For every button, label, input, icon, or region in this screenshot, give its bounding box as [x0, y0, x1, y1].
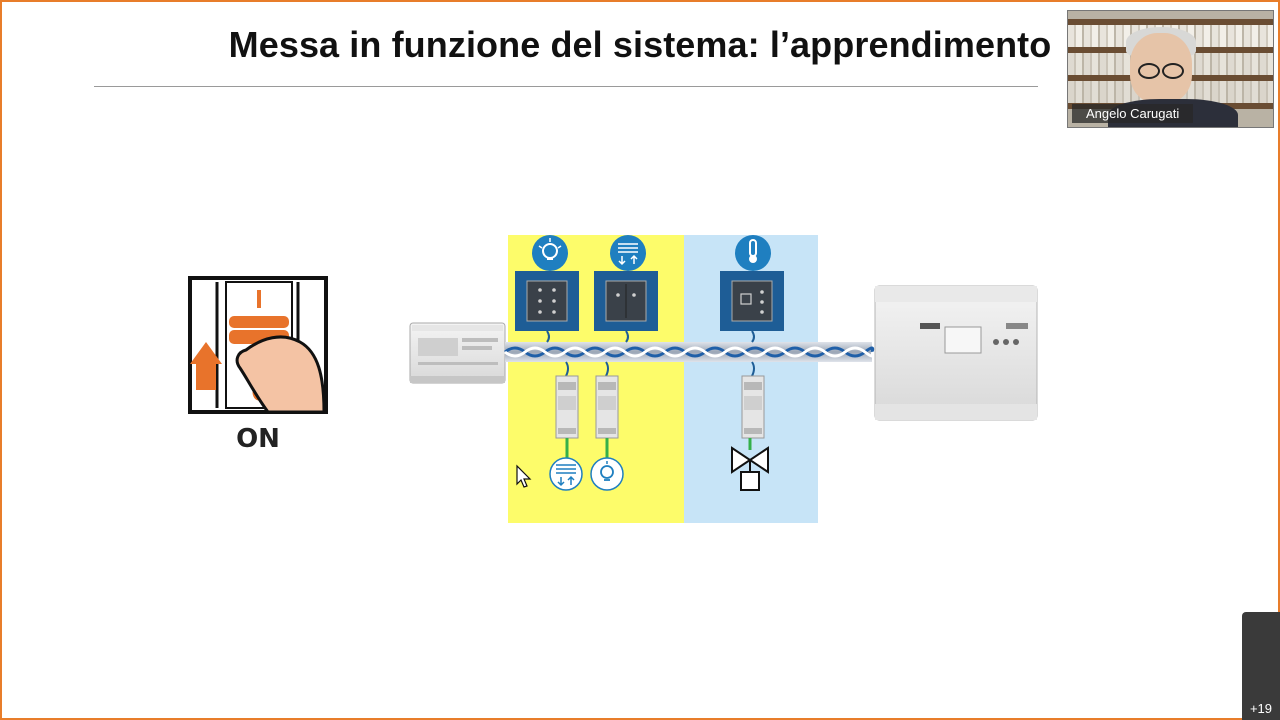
light-load-icon: [590, 457, 624, 491]
slide-title: Messa in funzione del sistema: l’apprend…: [228, 24, 1052, 65]
participants-count: +19: [1249, 701, 1273, 716]
participant-glasses: [1138, 63, 1184, 79]
actuator-1: [555, 375, 579, 439]
more-participants-button[interactable]: +19: [1242, 612, 1280, 720]
shutter-icon: [610, 235, 646, 271]
light-keypad: [515, 271, 579, 331]
actuator-2: [595, 375, 619, 439]
participant-name-label: Angelo Carugati: [1072, 104, 1194, 123]
lightbulb-icon: [532, 235, 568, 271]
thermostat-keypad: [720, 271, 784, 331]
mouse-pointer-icon: [516, 464, 532, 488]
shutter-keypad: [594, 271, 658, 331]
thermometer-icon: [735, 235, 771, 271]
main-power-switch: [188, 276, 328, 414]
valve-icon: [731, 446, 769, 491]
participant-video-tile[interactable]: Angelo Carugati: [1067, 10, 1274, 128]
power-supply-device: [409, 322, 506, 384]
central-unit-device: [874, 285, 1038, 421]
bus-cable: [504, 342, 875, 362]
actuator-3: [741, 375, 765, 439]
title-divider: [94, 86, 1038, 87]
shutter-load-icon: [549, 457, 583, 491]
switch-on-label: ON: [236, 424, 280, 454]
